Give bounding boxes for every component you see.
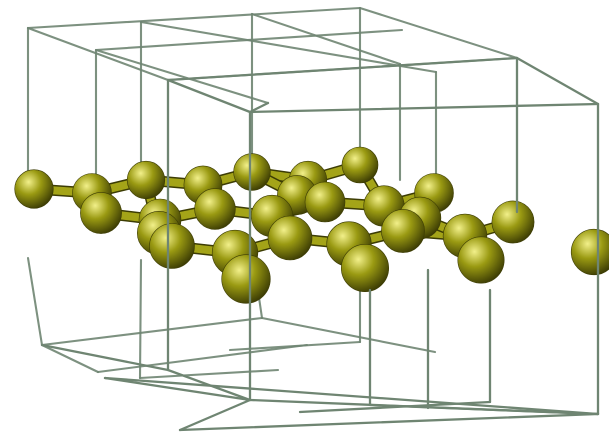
cell-back-edge-21 xyxy=(26,256,44,347)
atom-24 xyxy=(570,228,609,276)
atom-22 xyxy=(340,244,389,293)
cell-back-edge-4 xyxy=(94,28,404,52)
cell-back-edge-5 xyxy=(94,48,270,105)
cell-back-edge-20 xyxy=(228,340,362,352)
cell-front-edge-16 xyxy=(103,376,252,402)
cell-back-edge-1 xyxy=(358,6,519,60)
cell-front-edge-15 xyxy=(40,343,170,372)
cell-back-edge-22 xyxy=(138,258,143,380)
atom-7 xyxy=(80,192,122,234)
cell-front-edge-0 xyxy=(166,56,519,82)
atom-16 xyxy=(267,215,313,261)
atom-14 xyxy=(149,223,195,269)
cell-back-edge-16 xyxy=(260,316,437,354)
cell-back-edge-19 xyxy=(40,343,100,374)
unit-cell-front-edges xyxy=(40,56,600,432)
cell-front-edge-20 xyxy=(368,403,600,416)
cell-front-edge-18 xyxy=(178,398,252,432)
cell-back-edge-6 xyxy=(26,26,170,82)
cell-front-edge-12 xyxy=(103,376,600,416)
atom-6 xyxy=(341,146,379,184)
atom-21 xyxy=(221,254,271,304)
atom-20 xyxy=(491,200,535,244)
atoms xyxy=(14,146,609,304)
atom-11 xyxy=(304,181,346,223)
cell-front-edge-17 xyxy=(178,412,600,432)
atom-9 xyxy=(194,188,236,230)
cell-front-edge-1 xyxy=(515,56,600,106)
cell-back-edge-0 xyxy=(26,6,362,30)
atom-23 xyxy=(457,236,505,284)
cell-back-edge-18 xyxy=(138,368,280,380)
atom-0 xyxy=(14,169,54,209)
atom-2 xyxy=(126,160,166,200)
cell-back-edge-15 xyxy=(40,316,264,347)
cell-back-edge-17 xyxy=(96,343,309,374)
atom-18 xyxy=(381,209,425,253)
cell-front-edge-2 xyxy=(248,102,600,114)
cell-front-edge-3 xyxy=(166,78,252,114)
cell-front-edge-14 xyxy=(166,368,252,402)
unit-cell-back-edges xyxy=(26,6,519,380)
atom-4 xyxy=(233,153,271,191)
cell-back-edge-2 xyxy=(139,20,438,74)
cell-back-edge-3 xyxy=(250,12,402,66)
cell-front-edge-4 xyxy=(248,101,270,114)
